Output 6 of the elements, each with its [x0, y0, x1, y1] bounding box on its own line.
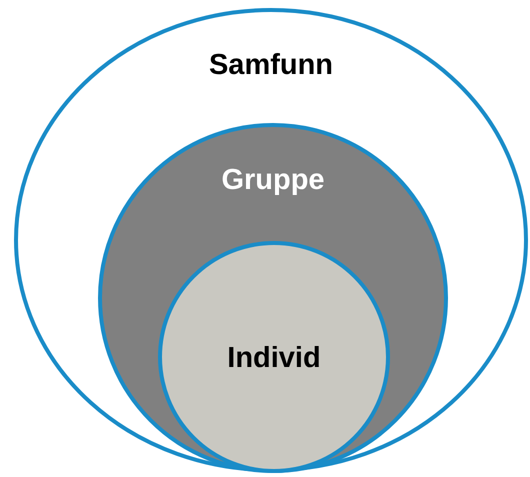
set-circle — [158, 241, 390, 473]
circle-label: Samfunn — [208, 48, 334, 82]
set-circle — [98, 123, 448, 473]
set-circle — [14, 8, 528, 472]
circle-label: Gruppe — [220, 163, 326, 197]
circle-label: Individ — [226, 341, 322, 375]
